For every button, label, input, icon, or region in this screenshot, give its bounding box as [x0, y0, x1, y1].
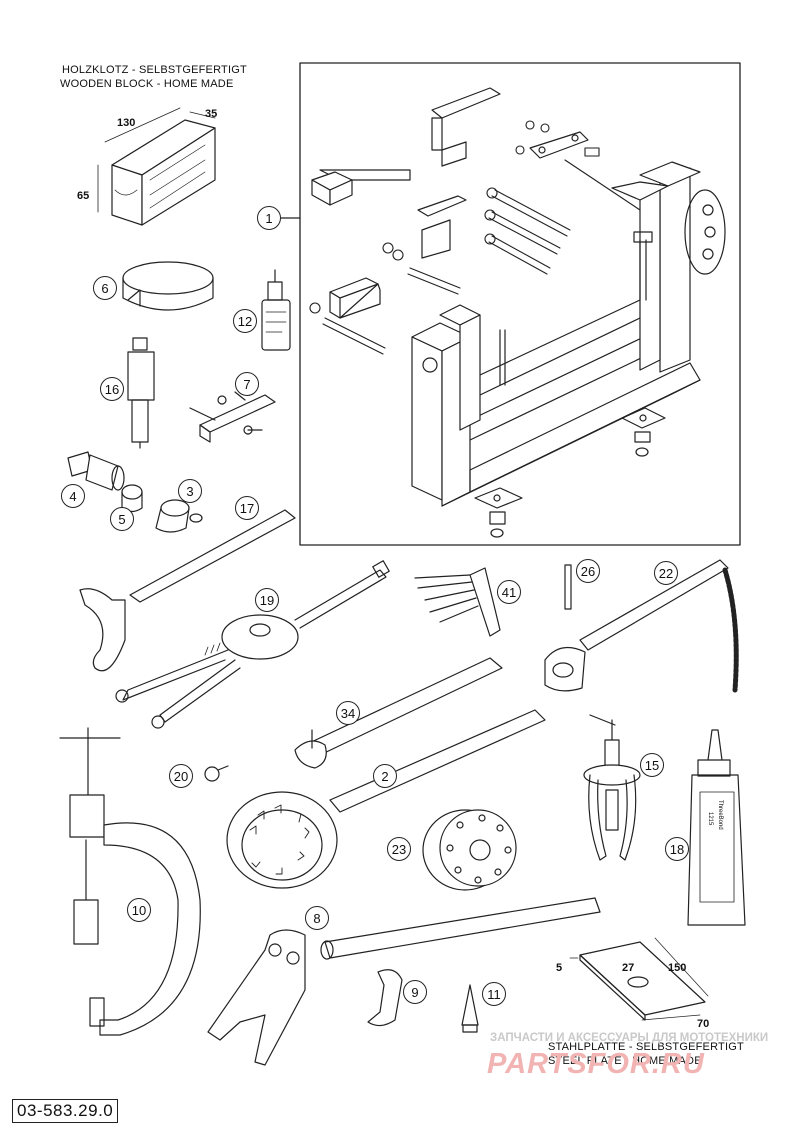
block-width-dim: 35	[205, 108, 218, 120]
watermark-logo: PARTSFOR.RU	[487, 1048, 705, 1080]
pin-26-icon	[564, 564, 572, 610]
engine-stand-icon	[411, 161, 726, 538]
tube-number-label: 1215	[707, 812, 713, 826]
bushing-tool-icon	[67, 451, 125, 491]
callout-4: 4	[61, 484, 85, 508]
tool-34-icon	[294, 657, 503, 769]
callout-10: 10	[127, 898, 151, 922]
callout-16: 16	[100, 377, 124, 401]
callout-7: 7	[235, 372, 259, 396]
tool-8-icon	[207, 897, 601, 1066]
fork-spanner-17-icon	[79, 509, 296, 672]
plate-hole-dim: 27	[622, 962, 635, 974]
callout-2: 2	[373, 764, 397, 788]
plate-width-dim: 70	[697, 1018, 710, 1030]
callout-12: 12	[233, 309, 257, 333]
callout-41: 41	[497, 580, 521, 604]
sealant-tube-icon	[687, 729, 746, 926]
block-length-dim: 130	[117, 117, 136, 129]
callout-3: 3	[178, 479, 202, 503]
adhesive-bottle-icon	[261, 269, 291, 351]
plate-caption-line-2: STEEL PLATE - HOME MADE	[548, 1055, 702, 1067]
tool-9-icon	[367, 969, 403, 1027]
bracket-parts-icon	[311, 87, 589, 319]
callout-19: 19	[255, 588, 279, 612]
puller-16-icon	[127, 337, 155, 449]
tool-7-icon	[189, 391, 276, 443]
plate-thickness-dim: 5	[556, 962, 563, 974]
hex-key-set-41-icon	[414, 567, 501, 637]
callout-23: 23	[387, 837, 411, 861]
chain-wrench-22-icon	[544, 559, 739, 693]
callout-18: 18	[665, 837, 689, 861]
clamp-ring-icon	[122, 261, 214, 311]
block-height-dim: 65	[77, 190, 90, 202]
sprocket-23-icon	[422, 809, 517, 891]
wooden-block-icon	[97, 107, 216, 226]
watermark-caption: ЗАПЧАСТИ И АКСЕССУАРЫ ДЛЯ МОТОТЕХНИКИ	[490, 1032, 769, 1044]
callout-9: 9	[403, 980, 427, 1004]
callout-5: 5	[110, 507, 134, 531]
tool-11-icon	[461, 984, 479, 1033]
callout-6: 6	[93, 276, 117, 300]
callout-11: 11	[482, 982, 506, 1006]
puller-15-icon	[583, 714, 641, 861]
callout-15: 15	[640, 753, 664, 777]
plate-length-dim: 150	[668, 962, 687, 974]
tube-brand-label: ThreeBond	[717, 800, 723, 830]
c-clamp-10-icon	[59, 727, 201, 1036]
steel-plate-icon	[569, 937, 709, 1021]
tool-19-icon	[115, 560, 390, 729]
header-line-2: WOODEN BLOCK - HOME MADE	[60, 78, 234, 90]
callout-17: 17	[235, 496, 259, 520]
callout-20: 20	[169, 764, 193, 788]
callout-26: 26	[576, 559, 600, 583]
header-line-1: HOLZKLOTZ - SELBSTGEFERTIGT	[62, 64, 247, 76]
threaded-bolts-icon	[309, 120, 641, 355]
callout-22: 22	[654, 561, 678, 585]
screw-20-icon	[204, 765, 229, 782]
drift-3-icon	[155, 499, 203, 533]
plate-caption-line-1: STAHLPLATTE - SELBSTGEFERTIGT	[548, 1041, 744, 1053]
callout-34: 34	[336, 701, 360, 725]
callout-1: 1	[257, 206, 281, 230]
document-number: 03-583.29.0	[12, 1099, 119, 1123]
engine-stand-frame-box	[299, 62, 741, 546]
callout-8: 8	[305, 906, 329, 930]
